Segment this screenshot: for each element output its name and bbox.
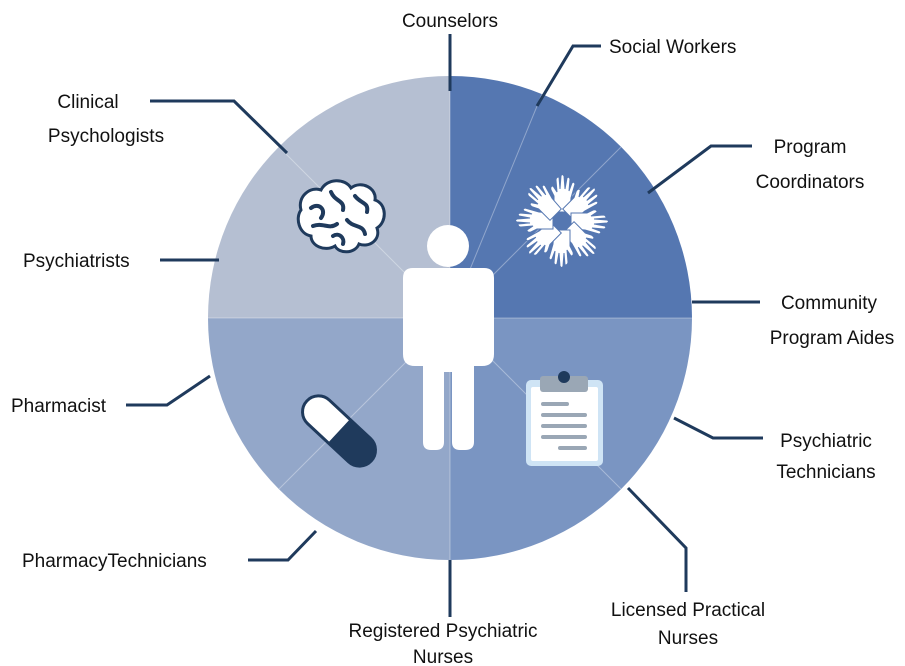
leader-social-workers bbox=[535, 44, 601, 107]
leader-clinical-psychologists bbox=[150, 99, 289, 155]
hands-circle-icon bbox=[515, 174, 609, 268]
clipboard-icon bbox=[526, 371, 603, 466]
label-counselors: Counselors bbox=[402, 11, 498, 32]
label-program-coordinators-2: Coordinators bbox=[756, 172, 865, 193]
brain-icon bbox=[296, 179, 386, 254]
label-clinical-psychologists-2: Psychologists bbox=[48, 126, 164, 147]
label-clinical-psychologists: Clinical bbox=[57, 92, 118, 113]
hands-center bbox=[553, 212, 571, 230]
label-pharmacy-technicians: PharmacyTechnicians bbox=[22, 551, 207, 572]
leader-lines bbox=[126, 34, 763, 617]
label-program-coordinators: Program bbox=[774, 137, 847, 158]
label-community-program-aides-2: Program Aides bbox=[770, 328, 895, 349]
label-licensed-practical-nurses: Licensed Practical bbox=[611, 600, 765, 621]
leader-program-coordinators bbox=[647, 144, 752, 195]
leader-licensed-practical-nurses bbox=[626, 486, 688, 592]
leader-pharmacist bbox=[126, 374, 211, 407]
label-psychiatric-technicians: Psychiatric bbox=[780, 431, 872, 452]
label-registered-psychiatric-nurses-2: Nurses bbox=[413, 647, 473, 666]
hand-shape bbox=[562, 186, 599, 221]
label-psychiatric-technicians-2: Technicians bbox=[776, 462, 875, 483]
leader-psychiatric-technicians bbox=[673, 416, 763, 440]
role-labels: Counselors Social Workers Program Coordi… bbox=[11, 11, 894, 666]
hand-shape bbox=[527, 184, 562, 221]
label-licensed-practical-nurses-2: Nurses bbox=[658, 628, 718, 649]
label-community-program-aides: Community bbox=[781, 293, 878, 314]
label-psychiatrists: Psychiatrists bbox=[23, 251, 130, 272]
leader-pharmacy-technicians bbox=[248, 529, 318, 562]
pill-capsule-icon bbox=[301, 394, 377, 468]
person-icon bbox=[403, 225, 494, 450]
hand-shape bbox=[562, 221, 597, 258]
label-pharmacist: Pharmacist bbox=[11, 396, 107, 417]
hand-shape bbox=[525, 221, 562, 256]
label-registered-psychiatric-nurses: Registered Psychiatric bbox=[348, 621, 537, 642]
label-social-workers: Social Workers bbox=[609, 37, 736, 58]
